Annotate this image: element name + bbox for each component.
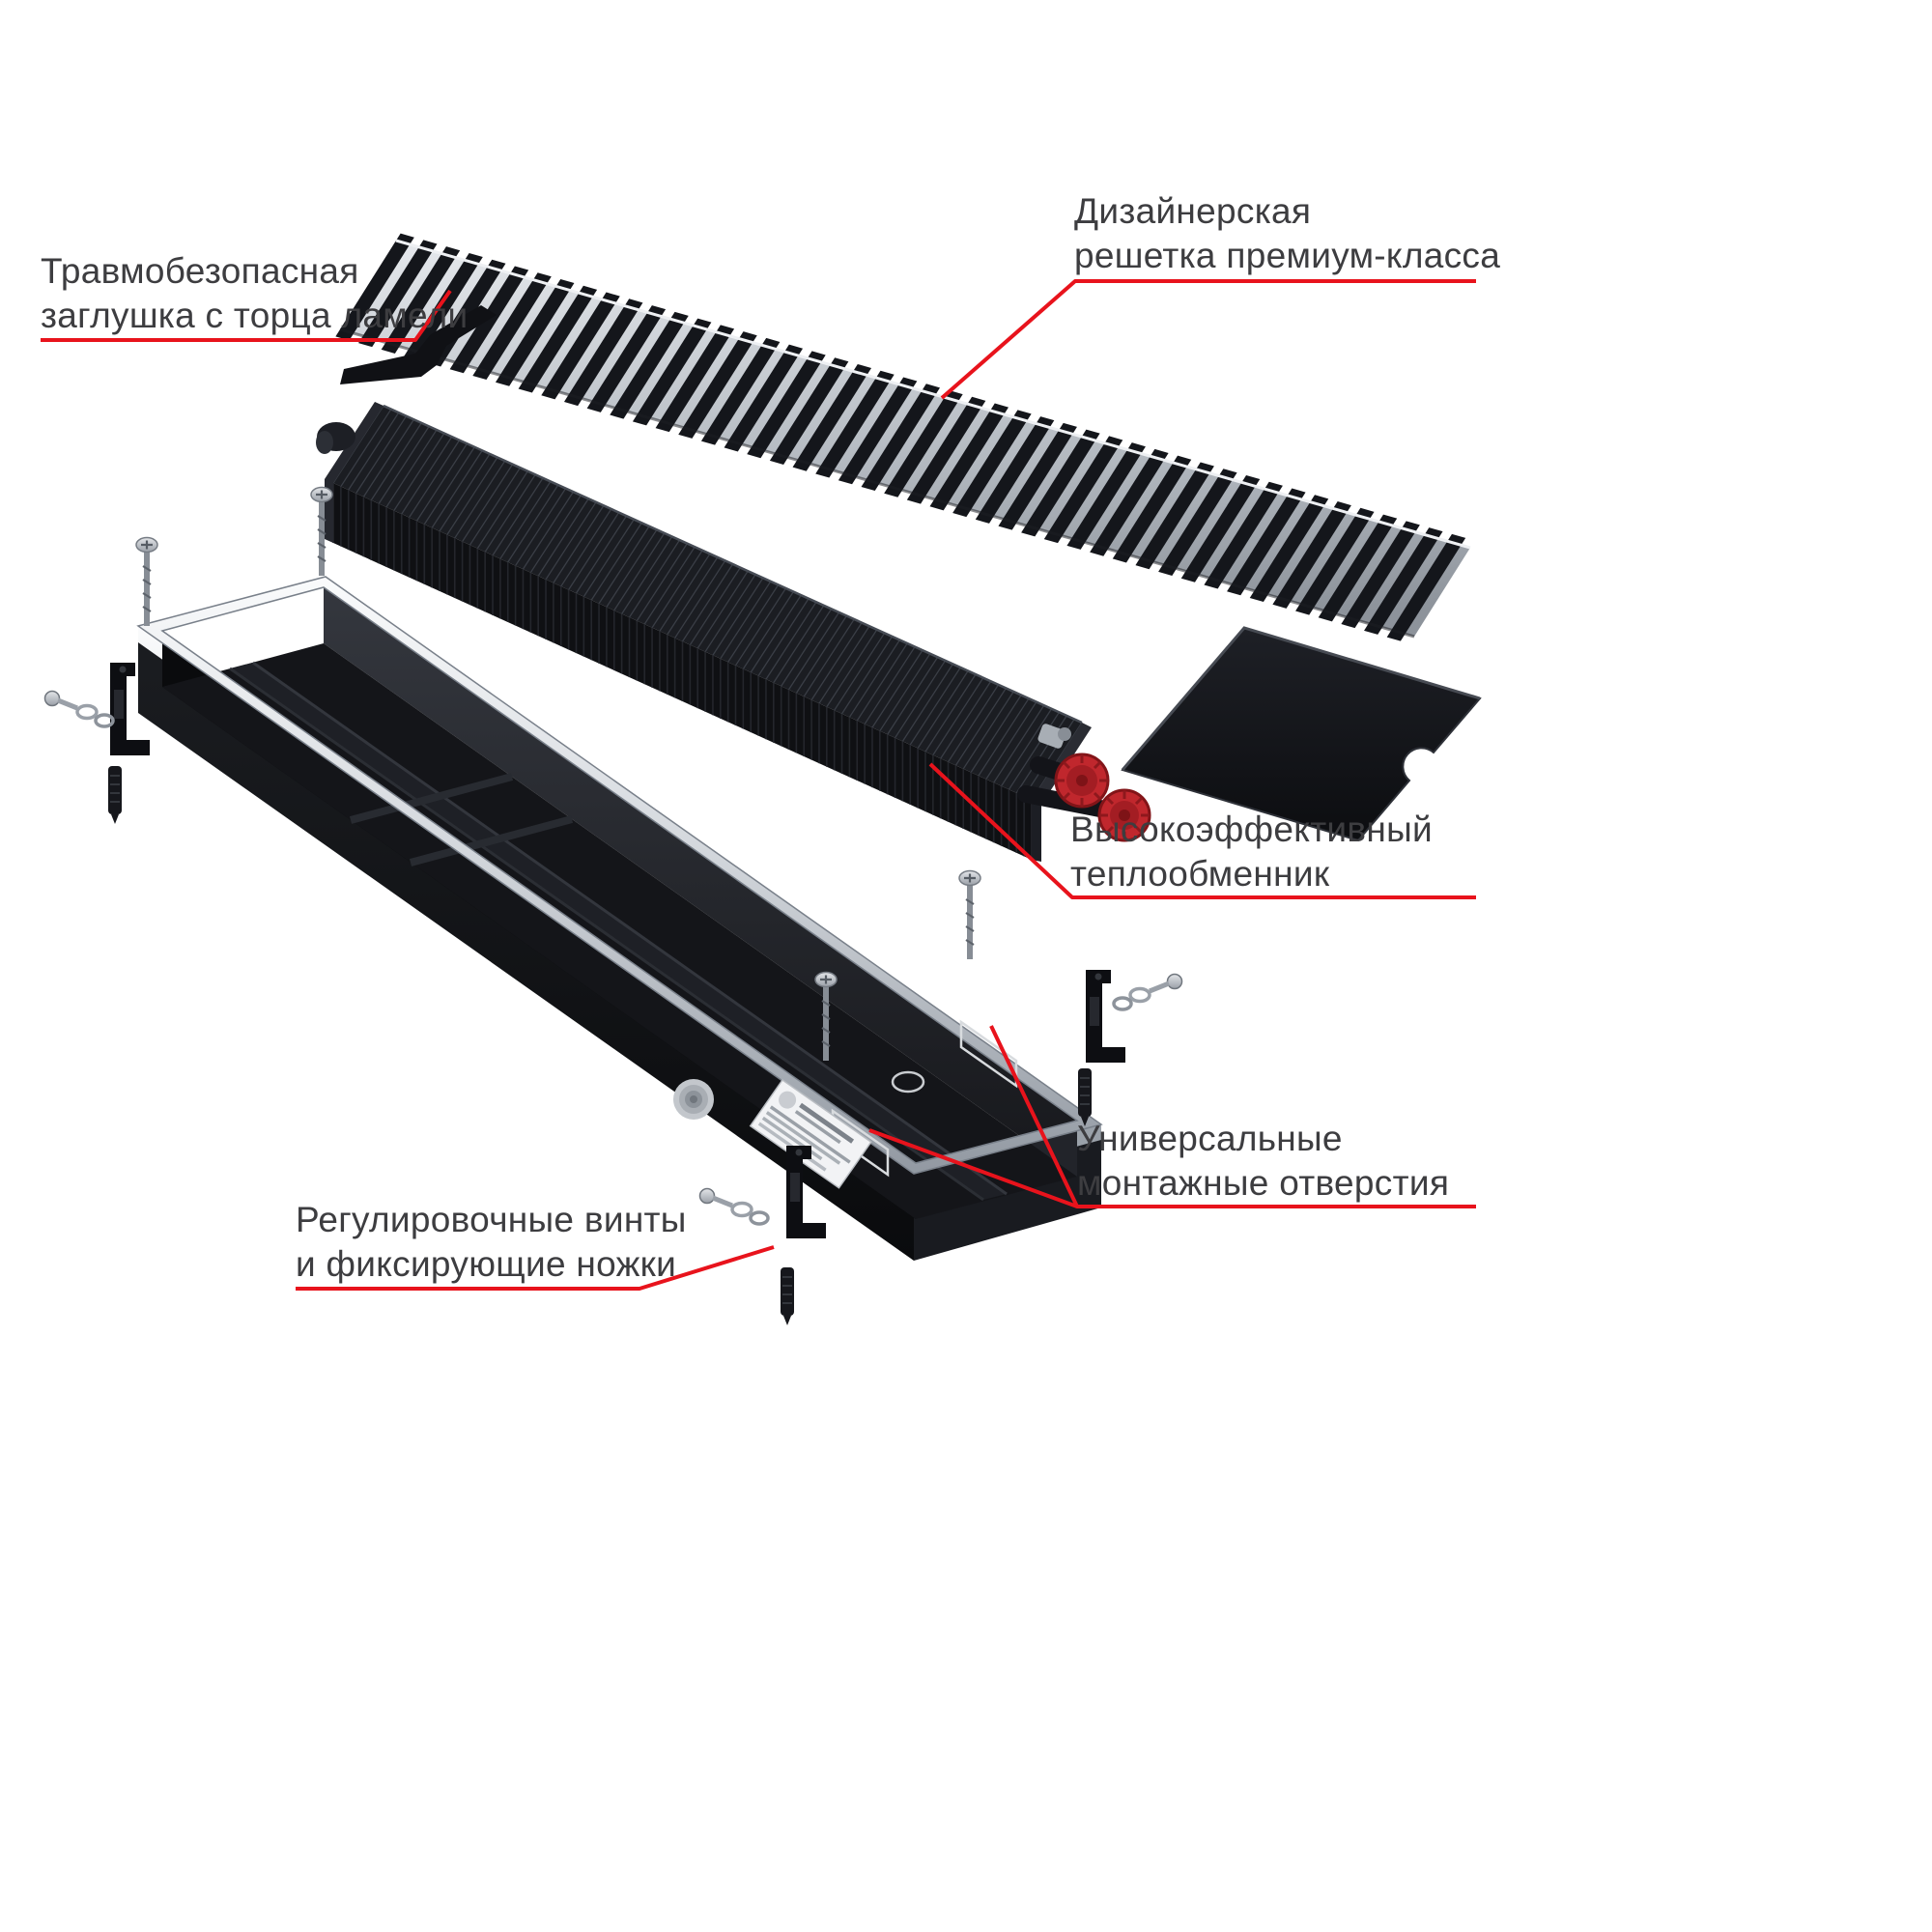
adjusting-screw-2 (136, 538, 157, 627)
leader-grille (940, 279, 1476, 400)
end-cap-body (340, 305, 497, 384)
leader-heat-exchanger (928, 762, 1476, 899)
callout-adjusting-screws-line1: Регулировочные винты (296, 1200, 687, 1239)
wall-anchor-left (107, 765, 123, 825)
box-cross-brace-1 (349, 773, 514, 824)
leader-mounting-2 (868, 1128, 1078, 1208)
hx-valve (1037, 724, 1071, 749)
leader-lines (41, 279, 1476, 1291)
callout-heat-exchanger-line1: Высокоэффективный (1070, 810, 1433, 849)
callout-grille-line2: решетка премиум-класса (1074, 236, 1501, 275)
grille-near-edge (339, 327, 1415, 639)
callout-adjusting-screws-line2: и фиксирующие ножки (296, 1244, 677, 1284)
mounting-hole-outline-far (959, 1019, 1018, 1089)
callout-end-cap: Травмобезопасная заглушка с торца ламели (41, 249, 468, 338)
hx-right-end-face (1032, 800, 1041, 862)
hx-red-cap-upper (1054, 753, 1110, 809)
heat-exchanger-fins (332, 405, 1083, 860)
cover-plate (1121, 626, 1482, 842)
callout-grille: Дизайнерская решетка премиум-класса (1074, 189, 1500, 278)
heat-exchanger (316, 402, 1151, 862)
cover-plate-body (1121, 626, 1482, 842)
wall-anchor-bottom (780, 1266, 795, 1326)
grille (335, 233, 1471, 641)
hx-left-end-plate (325, 402, 384, 543)
nameplate-sticker (749, 1078, 872, 1189)
callout-end-cap-line2: заглушка с торца ламели (41, 296, 469, 335)
bolt-washers-right (1114, 975, 1182, 1010)
box-channel-edge-far (252, 661, 1008, 1196)
hx-top-edge-highlight (383, 404, 1083, 724)
callout-mounting-holes: Универсальные монтажные отверстия (1077, 1117, 1449, 1206)
bolt-washers-bottom (700, 1189, 769, 1225)
convector-box (136, 576, 1103, 1261)
box-cross-brace-2 (409, 815, 574, 867)
adjusting-screw-3 (959, 871, 980, 960)
leader-end-cap (41, 289, 452, 342)
lamella-end-cap (340, 305, 497, 384)
floor-hole-outline (891, 1070, 925, 1094)
callout-heat-exchanger-line2: теплообменник (1070, 854, 1330, 894)
fixing-leg-bracket-right (1086, 970, 1125, 1063)
grille-slats (335, 233, 1466, 641)
box-channel-edge-near (229, 667, 984, 1202)
hx-inlet-elbow-end (316, 431, 333, 454)
callout-heat-exchanger: Высокоэффективный теплообменник (1070, 808, 1433, 896)
leader-screws (296, 1245, 775, 1291)
callout-adjusting-screws: Регулировочные винты и фиксирующие ножки (296, 1198, 687, 1287)
callout-mounting-holes-line2: монтажные отверстия (1077, 1163, 1450, 1203)
box-inner-far-wall (324, 587, 1077, 1177)
rubber-plug (673, 1079, 714, 1120)
bolt-washers-left (45, 692, 114, 727)
callout-mounting-holes-line1: Универсальные (1077, 1119, 1343, 1158)
cover-plate-edge-highlight (1121, 626, 1481, 771)
callout-end-cap-line1: Травмобезопасная (41, 251, 359, 291)
hx-red-cap-lower (1097, 788, 1151, 842)
box-chrome-rim (136, 576, 1103, 1175)
callout-grille-line1: Дизайнерская (1074, 191, 1312, 231)
grille-far-edge-highlight (395, 239, 1471, 550)
